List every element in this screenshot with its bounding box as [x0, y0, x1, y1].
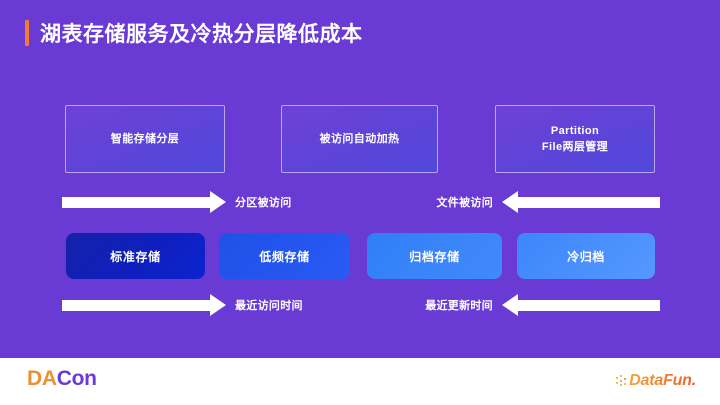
arrow-head — [210, 191, 226, 213]
tier-card-label: 标准存储 — [110, 249, 161, 264]
arrow-unit-last-update-time: 最近更新时间 — [425, 294, 660, 316]
feature-box-label: 被访问自动加热 — [319, 133, 400, 145]
feature-box-label-line2: File两层管理 — [541, 141, 609, 153]
title-text: 湖表存储服务及冷热分层降低成本 — [40, 23, 363, 46]
feature-box-partition-file: Partition File两层管理 — [495, 105, 655, 173]
tier-card-label: 冷归档 — [567, 249, 605, 264]
arrow-label: 文件被访问 — [436, 197, 493, 209]
arrow-head — [502, 191, 518, 213]
arrow-label: 最近更新时间 — [425, 300, 493, 312]
page-title: 湖表存储服务及冷热分层降低成本 — [25, 18, 363, 48]
tier-card-label: 低频存储 — [259, 249, 310, 264]
title-accent-bar — [25, 20, 29, 46]
arrow-head — [502, 294, 518, 316]
arrow-label: 分区被访问 — [235, 197, 292, 209]
arrow-unit-file-accessed: 文件被访问 — [436, 191, 660, 213]
datafun-logo-text: DataFun. — [629, 372, 696, 389]
arrow-shaft — [518, 196, 660, 208]
feature-box-label-multiline: Partition File两层管理 — [542, 123, 608, 155]
arrow-head — [210, 294, 226, 316]
arrow-row-top: 分区被访问 文件被访问 — [0, 191, 720, 213]
tier-card-archive-storage[interactable]: 归档存储 — [367, 233, 502, 279]
dacon-logo-con: Con — [56, 367, 97, 390]
tier-card-infrequent-access[interactable]: 低频存储 — [219, 233, 350, 279]
arrow-right-icon — [62, 191, 226, 213]
datafun-logo: DataFun. — [616, 372, 696, 390]
arrow-right-icon — [62, 294, 226, 316]
arrow-unit-last-access-time: 最近访问时间 — [62, 294, 303, 316]
arrow-shaft — [62, 299, 210, 311]
datafun-dots-icon — [616, 375, 628, 387]
arrow-shaft — [518, 299, 660, 311]
dacon-logo: DACon — [27, 367, 97, 391]
arrow-left-icon — [502, 191, 660, 213]
arrow-shaft — [62, 196, 210, 208]
arrow-label: 最近访问时间 — [235, 300, 303, 312]
feature-box-smart-tiering: 智能存储分层 — [65, 105, 225, 173]
footer-bar: DACon DataFun. — [0, 358, 720, 405]
arrow-row-bottom: 最近访问时间 最近更新时间 — [0, 294, 720, 316]
dacon-logo-da: DA — [27, 367, 57, 390]
tier-card-label: 归档存储 — [409, 249, 460, 264]
arrow-left-icon — [502, 294, 660, 316]
tier-card-standard-storage[interactable]: 标准存储 — [66, 233, 205, 279]
feature-box-auto-heating: 被访问自动加热 — [281, 105, 438, 173]
feature-box-label: 智能存储分层 — [110, 133, 180, 145]
arrow-unit-partition-accessed: 分区被访问 — [62, 191, 292, 213]
tier-card-cold-archive[interactable]: 冷归档 — [517, 233, 655, 279]
feature-box-label-line1: Partition — [550, 125, 600, 137]
